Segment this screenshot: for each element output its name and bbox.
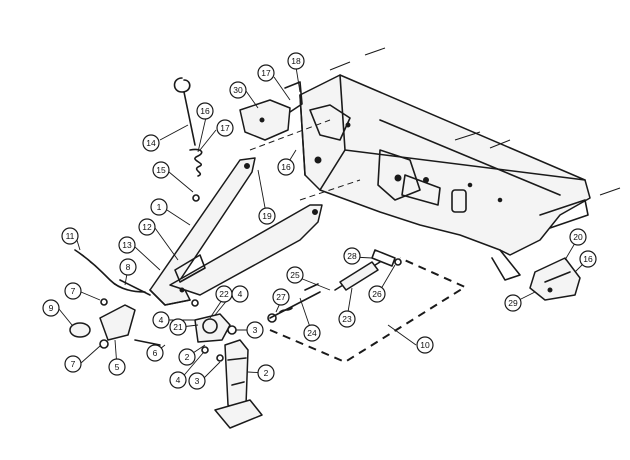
callout-c17b: 17 (216, 119, 234, 137)
callout-c30: 30 (229, 81, 247, 99)
svg-text:28: 28 (347, 251, 357, 261)
svg-text:6: 6 (153, 348, 158, 358)
rear-bracket (529, 257, 581, 301)
callout-c11: 11 (61, 227, 79, 245)
svg-text:4: 4 (238, 289, 243, 299)
callout-c29: 29 (504, 294, 522, 312)
svg-text:17: 17 (261, 68, 271, 78)
svg-text:4: 4 (159, 315, 164, 325)
callout-c21: 21 (169, 318, 187, 336)
svg-text:25: 25 (290, 270, 300, 280)
callout-c7b: 7 (64, 355, 82, 373)
callout-c4c: 4 (169, 371, 187, 389)
svg-text:2: 2 (264, 368, 269, 378)
jack-mount-hub (191, 299, 237, 362)
callout-c8: 8 (119, 258, 137, 276)
svg-text:20: 20 (573, 232, 583, 242)
svg-text:12: 12 (142, 222, 152, 232)
upper-bracket (239, 81, 303, 141)
coil-hook-assembly (173, 77, 203, 202)
svg-text:16: 16 (200, 106, 210, 116)
svg-text:16: 16 (281, 162, 291, 172)
callout-c16c: 16 (579, 250, 597, 268)
callout-c2a: 2 (178, 348, 196, 366)
svg-text:30: 30 (233, 85, 243, 95)
callout-c6: 6 (146, 344, 164, 362)
callout-c26: 26 (368, 285, 386, 303)
callout-c9: 9 (42, 299, 60, 317)
tongue-jack (214, 339, 263, 429)
callout-c13: 13 (118, 236, 136, 254)
svg-text:17: 17 (220, 123, 230, 133)
a-frame-tongue (149, 157, 323, 306)
svg-text:13: 13 (122, 240, 132, 250)
svg-text:21: 21 (173, 322, 183, 332)
callout-c16b: 16 (196, 102, 214, 120)
svg-text:14: 14 (146, 138, 156, 148)
svg-text:1: 1 (157, 202, 162, 212)
callout-c16a: 16 (277, 158, 295, 176)
svg-text:3: 3 (253, 325, 258, 335)
svg-text:15: 15 (156, 165, 166, 175)
svg-text:7: 7 (71, 286, 76, 296)
callout-c3a: 3 (246, 321, 264, 339)
callout-c22: 22 (215, 285, 233, 303)
callout-c7a: 7 (64, 282, 82, 300)
svg-text:2: 2 (185, 352, 190, 362)
svg-text:9: 9 (49, 303, 54, 313)
rod-assembly (267, 249, 402, 323)
main-frame (299, 74, 591, 281)
svg-text:10: 10 (420, 340, 430, 350)
svg-text:27: 27 (276, 292, 286, 302)
svg-text:16: 16 (583, 254, 593, 264)
svg-text:18: 18 (291, 56, 301, 66)
callout-c14: 14 (142, 134, 160, 152)
callout-c27: 27 (272, 288, 290, 306)
callout-c24: 24 (303, 324, 321, 342)
svg-text:11: 11 (66, 231, 75, 241)
svg-text:23: 23 (342, 314, 352, 324)
svg-text:3: 3 (195, 376, 200, 386)
svg-text:29: 29 (508, 298, 518, 308)
callout-c10: 10 (416, 336, 434, 354)
svg-text:22: 22 (219, 289, 229, 299)
callout-c18: 18 (287, 52, 305, 70)
svg-text:5: 5 (115, 362, 120, 372)
callout-c4a: 4 (231, 285, 249, 303)
callout-c15: 15 (152, 161, 170, 179)
callout-c23: 23 (338, 310, 356, 328)
svg-text:19: 19 (262, 211, 272, 221)
callout-c20: 20 (569, 228, 587, 246)
callout-c4b: 4 (152, 311, 170, 329)
svg-text:4: 4 (176, 375, 181, 385)
callout-c5: 5 (108, 358, 126, 376)
callout-c17a: 17 (257, 64, 275, 82)
svg-text:24: 24 (307, 328, 317, 338)
frame-extension-lines (249, 47, 621, 201)
svg-text:8: 8 (126, 262, 131, 272)
callout-c3b: 3 (188, 372, 206, 390)
svg-text:7: 7 (71, 359, 76, 369)
kit-outline (269, 257, 468, 364)
callout-c1: 1 (150, 198, 168, 216)
callout-c2b: 2 (257, 364, 275, 382)
callout-c25: 25 (286, 266, 304, 284)
svg-text:26: 26 (372, 289, 382, 299)
callout-c12: 12 (138, 218, 156, 236)
callout-c28: 28 (343, 247, 361, 265)
safety-chain (74, 249, 151, 296)
coupler-assembly (69, 298, 161, 349)
callout-c19: 19 (258, 207, 276, 225)
